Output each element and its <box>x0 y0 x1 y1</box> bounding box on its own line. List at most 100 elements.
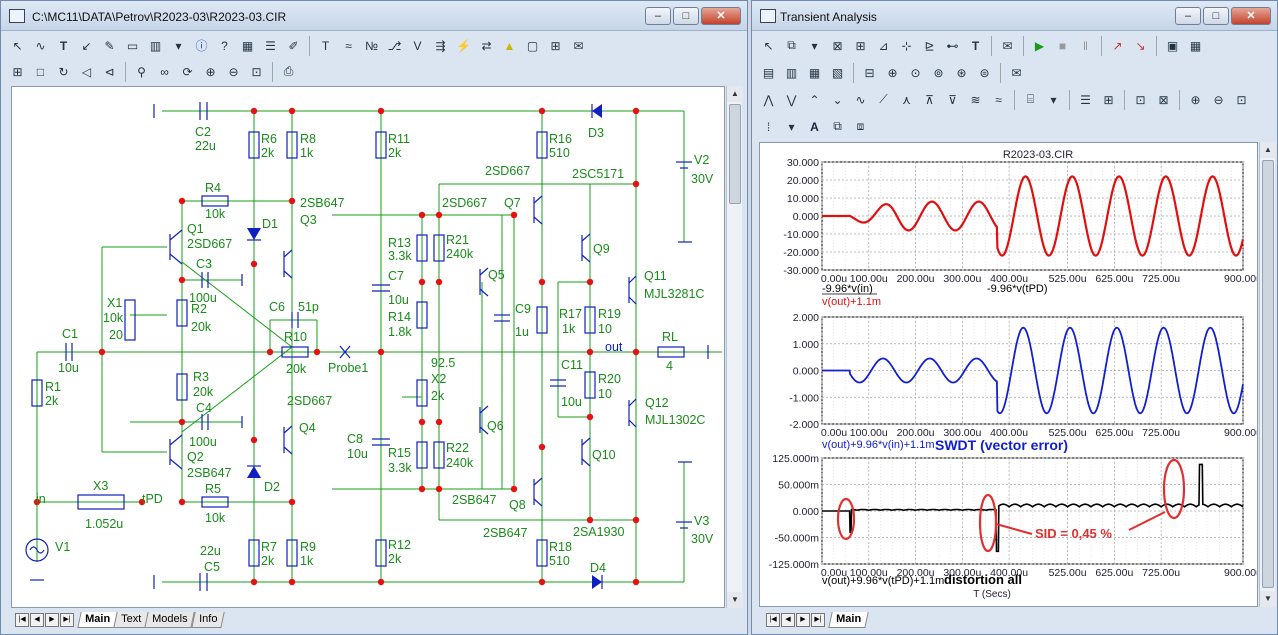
xy-icon[interactable]: ⊵ <box>924 38 935 53</box>
select-icon[interactable]: ↖ <box>763 38 774 53</box>
auto-scale-icon[interactable]: ⊞ <box>855 38 866 53</box>
text-icon[interactable]: T <box>971 38 980 53</box>
analysis-scroll-thumb[interactable] <box>1262 160 1274 588</box>
zoom-c-icon[interactable]: ⊛ <box>956 65 967 80</box>
top-icon[interactable]: ≋ <box>970 92 981 107</box>
bottom-icon[interactable]: ≈ <box>995 92 1002 107</box>
analysis-minimize-button[interactable]: – <box>1175 7 1201 25</box>
current-icon[interactable]: ⇶ <box>435 38 446 53</box>
tab-prev-icon[interactable]: ◀ <box>30 613 44 627</box>
tab-first-icon[interactable]: |◀ <box>15 613 29 627</box>
wire-icon[interactable]: ∿ <box>35 38 46 53</box>
scroll-thumb[interactable] <box>729 104 741 204</box>
low-icon[interactable]: ⌄ <box>832 92 843 107</box>
analysis-scroll-up-icon[interactable]: ▲ <box>1260 142 1276 158</box>
pause-icon[interactable]: ‖ <box>1083 38 1088 53</box>
tile-v-icon[interactable]: ▦ <box>808 65 821 80</box>
line-tool-icon[interactable]: ↙ <box>81 38 92 53</box>
tag-icon[interactable]: ⌸ <box>1026 92 1035 106</box>
list2-icon[interactable]: ☰ <box>1080 92 1091 107</box>
voltage-icon[interactable]: V <box>413 38 422 53</box>
zoom-reset-icon[interactable]: ⊡ <box>1236 92 1247 107</box>
plot-icon[interactable]: ⊷ <box>946 38 959 53</box>
tile-c-icon[interactable]: ▧ <box>831 65 844 80</box>
component-icon[interactable]: ▭ <box>126 38 139 53</box>
schematic-titlebar[interactable]: C:\MC11\DATA\Petrov\R2023-03\R2023-03.CI… <box>1 1 747 31</box>
curve-icon[interactable]: ↗ <box>1112 38 1123 53</box>
list-icon[interactable]: ☰ <box>265 38 276 53</box>
scroll-down-icon[interactable]: ▼ <box>727 592 743 608</box>
dropdown3-icon[interactable]: ▾ <box>788 119 795 134</box>
analysis-tab-main[interactable]: Main <box>828 612 869 628</box>
dropdown-icon[interactable]: ▾ <box>175 38 182 53</box>
paste-icon[interactable]: ⧈ <box>856 119 865 133</box>
dropdown-icon[interactable]: ▾ <box>811 38 818 53</box>
schematic-vscroll[interactable]: ▲ ▼ <box>726 86 743 608</box>
tab-last-icon[interactable]: ▶| <box>60 613 74 627</box>
bus-icon[interactable]: ▥ <box>149 38 162 53</box>
minimize-button[interactable]: – <box>645 7 671 25</box>
binoculars-icon[interactable]: ∞ <box>160 64 169 79</box>
cross-icon[interactable]: ⊕ <box>887 65 898 80</box>
grid-icon[interactable]: ▦ <box>1189 38 1202 53</box>
zoom-out-icon[interactable]: ⊖ <box>228 64 239 79</box>
properties-icon[interactable]: ✉ <box>573 38 584 53</box>
info-icon[interactable]: ⓘ <box>195 39 208 53</box>
warning-icon[interactable]: ▲ <box>503 38 516 53</box>
analysis-tab-first-icon[interactable]: |◀ <box>766 613 780 627</box>
limits-icon[interactable]: ⊿ <box>878 38 889 53</box>
global-high-icon[interactable]: ⊼ <box>925 92 934 107</box>
pen-icon[interactable]: ✎ <box>104 38 115 53</box>
point-icon[interactable]: ⋏ <box>902 92 911 107</box>
analysis-tab-prev-icon[interactable]: ◀ <box>781 613 795 627</box>
node-names-icon[interactable]: ≈ <box>345 38 352 53</box>
tab-info[interactable]: Info <box>191 612 225 628</box>
maximize-button[interactable]: □ <box>673 7 699 25</box>
copy-icon[interactable]: ⧉ <box>787 38 796 52</box>
analysis-close-button[interactable]: ✕ <box>1231 7 1271 25</box>
scroll-up-icon[interactable]: ▲ <box>727 86 743 102</box>
tab-next-icon[interactable]: ▶ <box>45 613 59 627</box>
tab-models[interactable]: Models <box>144 612 196 628</box>
analysis-scroll-down-icon[interactable]: ▼ <box>1260 591 1276 607</box>
node-numbers-icon[interactable]: № <box>365 38 378 53</box>
tab-main[interactable]: Main <box>77 612 118 628</box>
close-button[interactable]: ✕ <box>701 7 741 25</box>
analysis-tab-next-icon[interactable]: ▶ <box>796 613 810 627</box>
global-low-icon[interactable]: ⊽ <box>948 92 957 107</box>
grid-icon[interactable]: ▦ <box>241 38 254 53</box>
dropdown2-icon[interactable]: ▾ <box>1050 92 1057 107</box>
copy2-icon[interactable]: ⧉ <box>833 119 842 133</box>
inflect-icon[interactable]: ∿ <box>855 92 866 107</box>
zoom-d-icon[interactable]: ⊜ <box>979 65 990 80</box>
refresh-icon[interactable]: ⟳ <box>182 64 193 79</box>
font-icon[interactable]: A <box>810 119 819 134</box>
page-icon[interactable]: ▢ <box>526 38 539 53</box>
rotate-icon[interactable]: ↻ <box>58 64 69 79</box>
tile-icon[interactable]: ▤ <box>762 65 775 80</box>
hline-icon[interactable]: ⊟ <box>864 65 875 80</box>
zoom-b-icon[interactable]: ⊚ <box>933 65 944 80</box>
help-icon[interactable]: ? <box>221 38 228 53</box>
zoom-in-icon[interactable]: ⊕ <box>205 64 216 79</box>
run-icon[interactable]: ▶ <box>1034 38 1045 53</box>
flip-y-icon[interactable]: ⊲ <box>104 64 115 79</box>
grid-snap-icon[interactable]: ⊞ <box>550 38 561 53</box>
zoom-fit-icon[interactable]: ⊡ <box>251 64 262 79</box>
zoom-out-icon[interactable]: ⊖ <box>1213 92 1224 107</box>
analysis-titlebar[interactable]: Transient Analysis – □ ✕ <box>752 1 1277 31</box>
scale-icon[interactable]: ⊠ <box>832 38 843 53</box>
box-icon[interactable]: □ <box>36 64 45 79</box>
curve-delete-icon[interactable]: ↘ <box>1135 38 1146 53</box>
stop-icon[interactable]: ■ <box>1058 38 1067 53</box>
properties-icon[interactable]: ✉ <box>1002 38 1013 53</box>
edit-icon[interactable]: ✐ <box>288 38 299 53</box>
props2-icon[interactable]: ✉ <box>1011 65 1022 80</box>
frame-icon[interactable]: ▣ <box>1166 38 1179 53</box>
flip-x-icon[interactable]: ◁ <box>81 64 92 79</box>
zoom-a-icon[interactable]: ⊙ <box>910 65 921 80</box>
attribute-text-icon[interactable]: T <box>321 38 330 53</box>
condition-icon[interactable]: ⇄ <box>481 38 492 53</box>
valley-icon[interactable]: ⋁ <box>786 92 797 107</box>
